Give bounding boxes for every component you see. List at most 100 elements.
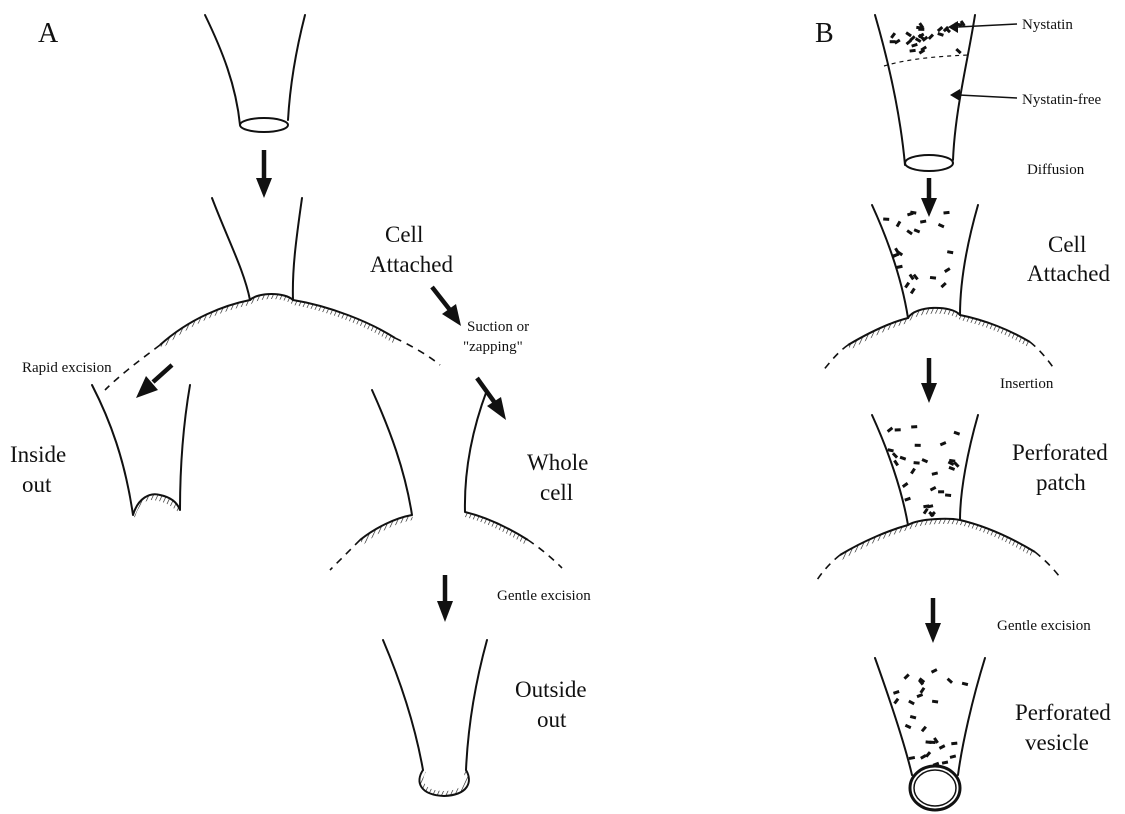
nystatin-particle <box>928 33 934 39</box>
nystatin-particle <box>932 471 939 475</box>
nystatin-particle <box>943 211 949 215</box>
arrow-to-cell-attached <box>256 150 272 198</box>
label-inside-out-2: out <box>22 472 52 497</box>
nystatin-particle <box>916 693 923 698</box>
nystatin-particle <box>923 508 929 515</box>
label-cell-attached-b-1: Cell <box>1048 232 1086 257</box>
nystatin-particle <box>945 493 951 497</box>
label-suction-1: Suction or <box>467 319 529 335</box>
nystatin-particle <box>909 756 915 760</box>
nystatin-particle <box>920 220 926 224</box>
nystatin-particle <box>895 428 901 431</box>
panel-a-label: A <box>38 18 59 49</box>
nystatin-particle <box>909 274 915 281</box>
cell-attached-b <box>822 205 1055 372</box>
label-nystatin: Nystatin <box>1022 17 1073 33</box>
nystatin-particle <box>910 288 916 295</box>
nystatin-particle <box>896 265 902 269</box>
label-cell-attached-a-2: Attached <box>370 252 454 277</box>
panel-b-label: B <box>815 18 834 49</box>
nystatin-particle <box>947 250 953 254</box>
label-perforated-vesicle-1: Perforated <box>1015 700 1111 725</box>
label-suction-2: "zapping" <box>463 339 523 355</box>
nystatin-particles-vesicle <box>893 668 968 766</box>
nystatin-particle <box>938 223 945 228</box>
nystatin-particle <box>902 482 909 488</box>
label-perforated-patch-1: Perforated <box>1012 440 1108 465</box>
nystatin-particle <box>892 452 898 458</box>
outside-out-pipette <box>383 640 487 796</box>
nystatin-particle <box>896 221 902 228</box>
nystatin-particle <box>900 456 907 461</box>
nystatin-particle <box>904 497 911 502</box>
label-cell-attached-b-2: Attached <box>1027 261 1111 286</box>
nystatin-particle <box>883 217 889 220</box>
nystatin-particle <box>942 761 948 765</box>
label-inside-out-1: Inside <box>10 442 66 467</box>
arrow-rapid-excision <box>136 365 172 398</box>
arrow-gentle-excision-b <box>925 598 941 643</box>
nystatin-particle <box>940 441 947 446</box>
label-rapid-excision: Rapid excision <box>22 360 112 376</box>
nystatin-particle <box>905 31 912 37</box>
nystatin-particle <box>893 690 900 695</box>
nystatin-particle <box>938 490 944 493</box>
nystatin-particle <box>937 32 944 37</box>
nystatin-particle <box>894 39 901 45</box>
nystatin-particle <box>919 687 925 694</box>
inside-out-pipette <box>92 385 190 518</box>
perforated-vesicle-configuration <box>875 658 985 810</box>
nystatin-particle <box>921 726 927 733</box>
arrow-cell-attached-to-suction <box>432 287 461 326</box>
nystatin-particle <box>914 228 921 233</box>
nystatin-particle <box>904 282 910 289</box>
nystatin-particle <box>887 427 894 433</box>
nystatin-particle <box>893 698 899 705</box>
nystatin-particle <box>913 274 919 281</box>
nystatin-particle <box>950 755 957 759</box>
label-nystatin-free: Nystatin-free <box>1022 92 1101 108</box>
nystatin-particle <box>939 744 946 749</box>
nystatin-particle <box>947 678 953 684</box>
nystatin-particles-cell-attached <box>883 211 953 295</box>
label-insertion: Insertion <box>1000 376 1054 392</box>
nystatin-particle <box>916 26 922 30</box>
label-cell-attached-a-1: Cell <box>385 222 423 247</box>
nystatin-particles-perforated <box>887 425 960 517</box>
nystatin-particle <box>929 741 935 744</box>
label-outside-out-1: Outside <box>515 677 587 702</box>
nystatin-particle <box>921 458 928 463</box>
nystatin-particle <box>893 460 899 467</box>
label-gentle-excision-b: Gentle excision <box>997 618 1091 634</box>
nystatin-particle <box>911 425 917 428</box>
nystatin-particle <box>962 682 969 686</box>
nystatin-particle <box>890 32 896 39</box>
nystatin-particle <box>948 466 955 471</box>
arrow-gentle-excision-a <box>437 575 453 622</box>
label-perforated-vesicle-2: vesicle <box>1025 730 1089 755</box>
label-diffusion: Diffusion <box>1027 162 1085 178</box>
nystatin-particle <box>910 715 917 719</box>
nystatin-particle <box>930 486 937 491</box>
label-whole-cell-2: cell <box>540 480 573 505</box>
nystatin-particle <box>937 26 943 32</box>
label-perforated-patch-2: patch <box>1036 470 1086 495</box>
nystatin-particle <box>911 43 918 48</box>
nystatin-particle <box>903 673 909 679</box>
nystatin-particle <box>955 48 961 54</box>
nystatin-particle <box>940 282 946 288</box>
label-whole-cell-1: Whole <box>527 450 588 475</box>
nystatin-particle <box>905 724 912 729</box>
label-gentle-excision-a: Gentle excision <box>497 588 591 604</box>
nystatin-particle <box>906 229 913 235</box>
nystatin-particle <box>915 444 921 447</box>
whole-cell-configuration <box>330 390 562 570</box>
nystatin-particle <box>909 49 915 53</box>
arrow-to-whole-cell <box>477 378 506 420</box>
label-outside-out-2: out <box>537 707 567 732</box>
nystatin-particle <box>930 276 936 280</box>
nystatin-particle <box>908 700 915 705</box>
pipette-initial <box>205 15 305 132</box>
nystatin-particle <box>931 668 938 673</box>
